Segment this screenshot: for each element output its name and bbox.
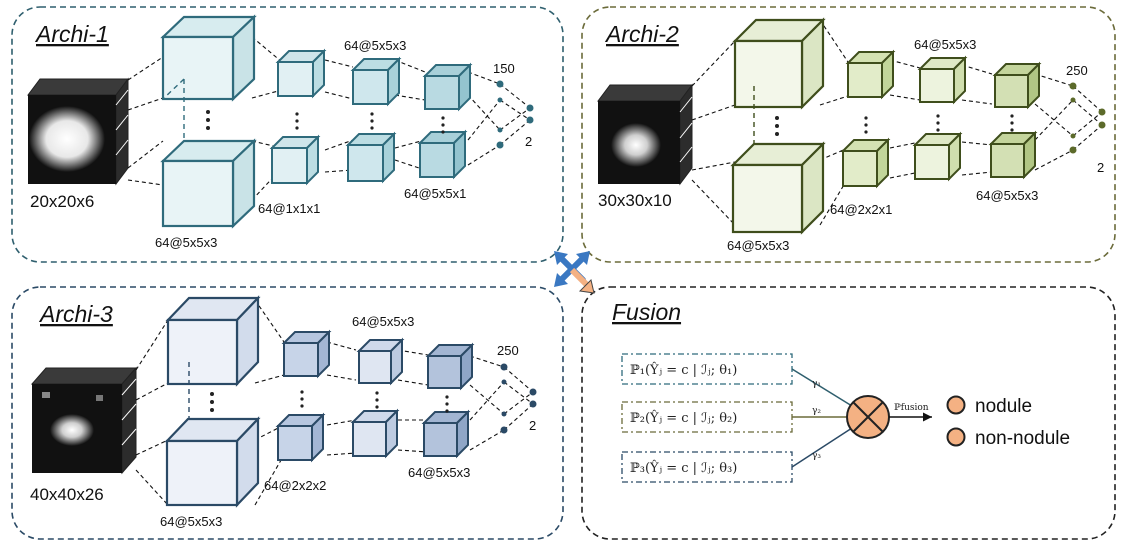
archi2-pool1-label: 64@2x2x1 (830, 202, 892, 217)
fusion-gamma-1: γ₁ (812, 379, 821, 389)
archi2-title: Archi-2 (604, 21, 679, 47)
non-nodule-dot (946, 427, 966, 447)
archi3-panel (11, 286, 564, 540)
archi2-panel (581, 6, 1116, 263)
archi2-conv2-cubes (912, 55, 968, 182)
archi3-title: Archi-3 (38, 301, 113, 327)
fusion-product-icon (846, 395, 890, 439)
archi1-conv3-label: 64@5x5x1 (404, 186, 466, 201)
archi2-input-size: 30x30x10 (598, 191, 672, 210)
archi3-conv1-cube (164, 295, 261, 508)
archi2-conv2-label: 64@5x5x3 (914, 37, 976, 52)
archi3-conv3-cubes (421, 342, 475, 459)
archi2-conv3-label: 64@5x5x3 (976, 188, 1038, 203)
archi1-out-label: 2 (525, 134, 532, 149)
archi1-pool-cubes (269, 48, 327, 186)
fusion-formula-1: ℙ₁(Ŷⱼ = c | ℐⱼ; θ₁) (630, 362, 737, 378)
archi1-conv3-cubes (417, 62, 473, 180)
archi1-input-image (27, 77, 129, 186)
fusion-formula-3: ℙ₃(Ŷⱼ = c | ℐⱼ; θ₃) (630, 460, 737, 476)
fusion-box-1 (621, 353, 793, 385)
archi3-pool1-label: 64@2x2x2 (264, 478, 326, 493)
fusion-box-2 (621, 401, 793, 433)
nodule-dot (946, 395, 966, 415)
archi1-panel (11, 6, 564, 263)
archi2-fc-nodes (1069, 82, 1106, 154)
fusion-formula-2: ℙ₂(Ŷⱼ = c | ℐⱼ; θ₂) (630, 410, 737, 426)
archi2-network: 30x30x10 (597, 17, 1106, 253)
archi1-pool1-label: 64@1x1x1 (258, 201, 320, 216)
cross-arrows-icon (554, 251, 595, 294)
archi3-network: 40x40x26 (30, 295, 537, 529)
fusion-out-non-nodule: non-nodule (975, 428, 1070, 449)
archi2-conv1-label: 64@5x5x3 (727, 238, 789, 253)
archi1-network: 20x20x6 (27, 14, 534, 250)
archi3-conv3-label: 64@5x5x3 (408, 465, 470, 480)
archi3-conv1-label: 64@5x5x3 (160, 514, 222, 529)
archi2-input-image (597, 83, 693, 186)
archi3-input-image (30, 366, 138, 475)
archi3-conv2-cubes (350, 337, 405, 459)
archi2-fc-label: 250 (1066, 63, 1088, 78)
archi3-conv2-label: 64@5x5x3 (352, 314, 414, 329)
archi3-input-size: 40x40x26 (30, 485, 104, 504)
archi2-out-label: 2 (1097, 160, 1104, 175)
archi3-out-label: 2 (529, 418, 536, 433)
archi1-title: Archi-1 (34, 21, 109, 47)
archi1-input-size: 20x20x6 (30, 192, 94, 211)
archi1-fc-nodes (496, 80, 534, 149)
fusion-gamma-2: γ₂ (812, 406, 821, 416)
fusion-p-label: ℙfusion (894, 403, 929, 413)
archi1-conv1-label: 64@5x5x3 (155, 235, 217, 250)
fusion-out-nodule: nodule (975, 396, 1032, 417)
archi3-fc-label: 250 (497, 343, 519, 358)
archi1-conv2-label: 64@5x5x3 (344, 38, 406, 53)
archi3-fc-nodes (500, 363, 537, 434)
archi1-fc-label: 150 (493, 61, 515, 76)
archi1-conv2-cubes (345, 56, 402, 184)
archi3-pool-cubes (275, 329, 332, 463)
archi2-pool-cubes (840, 49, 896, 189)
fusion-title: Fusion (612, 299, 681, 325)
fusion-gamma-3: γ₃ (812, 451, 821, 461)
archi2-conv1-cube (730, 17, 826, 235)
archi1-conv1-cube (160, 14, 257, 229)
fusion-box-3 (621, 451, 793, 483)
archi2-conv3-cubes (988, 61, 1042, 180)
fusion-section: ℙ₁(Ŷⱼ = c | ℐⱼ; θ₁) ℙ₂(Ŷⱼ = c | ℐⱼ; θ₂) … (621, 353, 1070, 483)
